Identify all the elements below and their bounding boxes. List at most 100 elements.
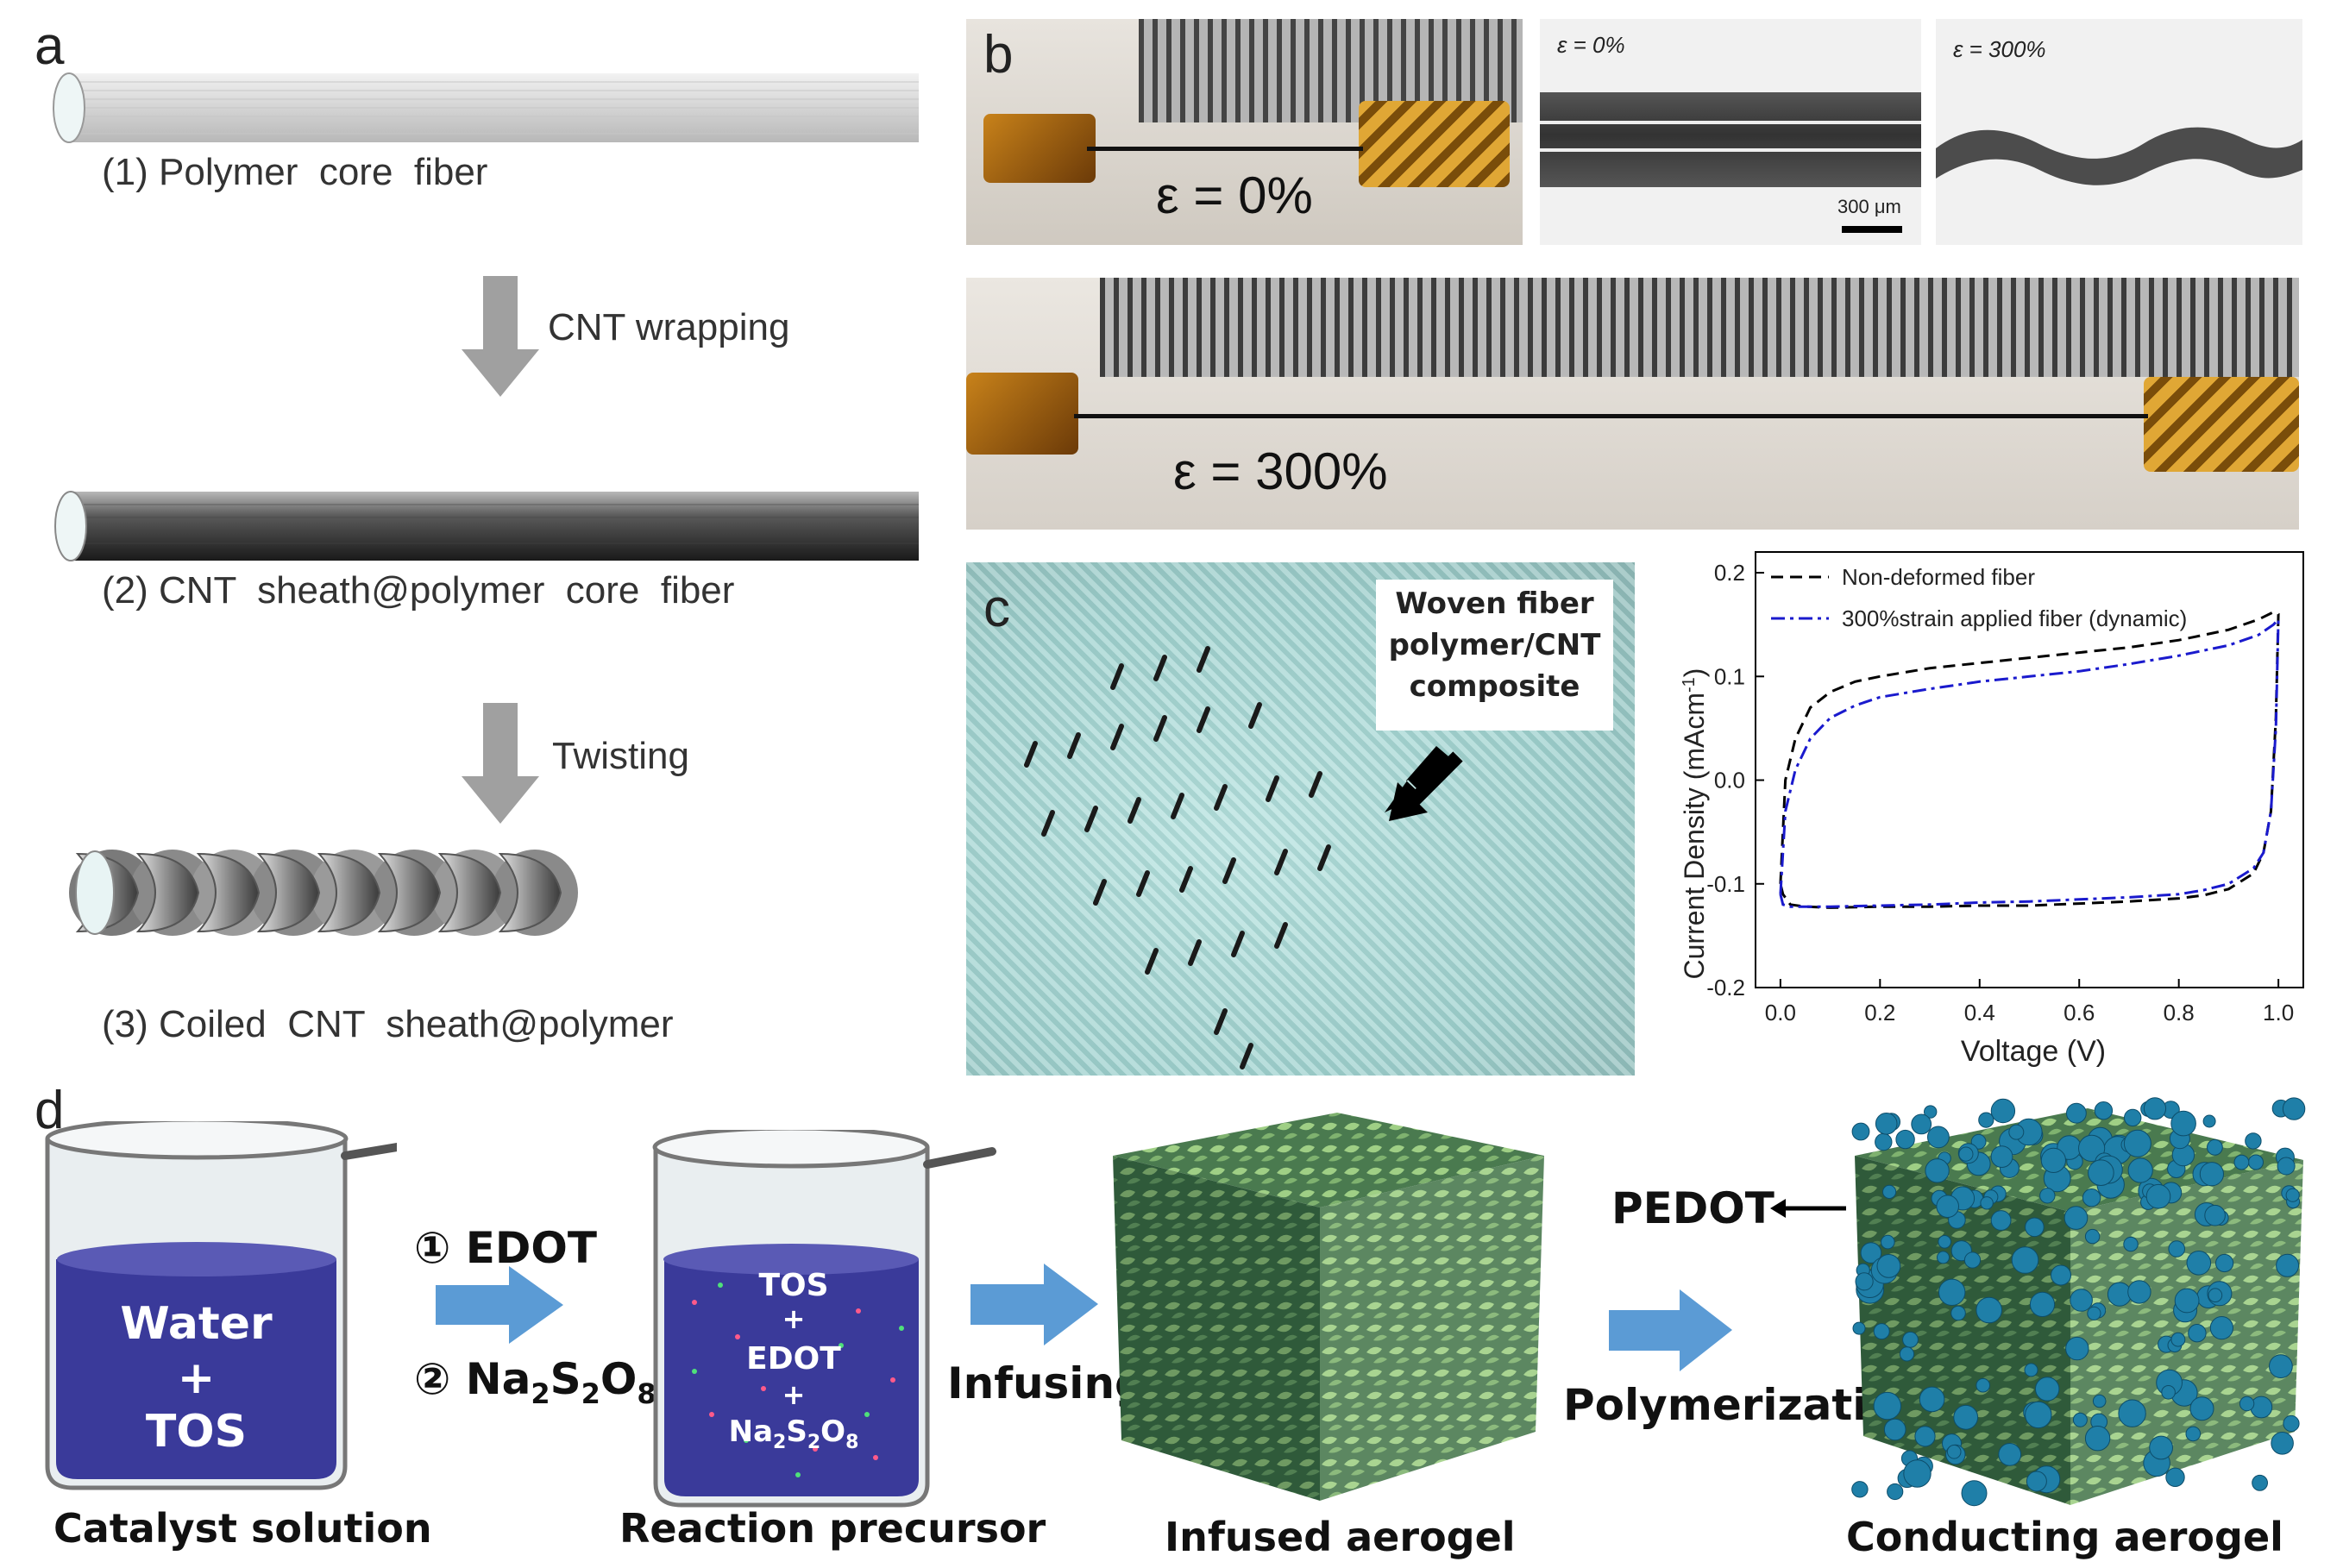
pedot-sphere bbox=[2239, 1396, 2255, 1412]
pedot-sphere bbox=[2185, 1426, 2202, 1442]
x-axis-label: Voltage (V) bbox=[1961, 1035, 2106, 1068]
y-axis-label: Current Density (mAcm-1) bbox=[1679, 668, 1710, 980]
legend-label-0: Non-deformed fiber bbox=[1842, 564, 2035, 590]
right-arrow-3 bbox=[1609, 1289, 1732, 1371]
b2-na: Na bbox=[728, 1414, 774, 1449]
pedot-sphere bbox=[2202, 1114, 2216, 1128]
pedot-sphere bbox=[2063, 1206, 2089, 1230]
woven-cnt-stitches bbox=[1024, 646, 1331, 1069]
catalyst-solution-caption: Catalyst solution bbox=[53, 1505, 432, 1552]
pedot-sphere bbox=[2092, 1394, 2107, 1408]
pedot-sphere bbox=[1887, 1483, 1904, 1501]
pedot-sphere bbox=[2209, 1316, 2233, 1340]
beaker2-text-na2s2o8: Na2S2O8 bbox=[664, 1414, 923, 1453]
pedot-sphere bbox=[1990, 1210, 2012, 1231]
pedot-sphere bbox=[2170, 1332, 2186, 1347]
pedot-sphere bbox=[2084, 1426, 2111, 1452]
pedot-sphere bbox=[1855, 1272, 1874, 1291]
pedot-sphere bbox=[1881, 1234, 1895, 1250]
step-sub1: 2 bbox=[531, 1377, 550, 1410]
pedot-sphere bbox=[2118, 1399, 2146, 1427]
pedot-sphere bbox=[2204, 1204, 2226, 1226]
pedot-sphere bbox=[1911, 1113, 1932, 1135]
b2-o: O bbox=[820, 1414, 846, 1449]
pedot-sphere bbox=[1953, 1404, 1979, 1430]
pointer-arrow-icon bbox=[1385, 746, 1463, 821]
pedot-sphere bbox=[1961, 1480, 1988, 1507]
pedot-sphere bbox=[2188, 1324, 2207, 1343]
pedot-sphere bbox=[1937, 1251, 1950, 1264]
pedot-sphere bbox=[1958, 1146, 1974, 1162]
step-na2s2o8: ② Na2S2O8 bbox=[414, 1354, 656, 1410]
pedot-sphere bbox=[2207, 1138, 2223, 1156]
pedot-sphere bbox=[2283, 1414, 2300, 1433]
pedot-sphere bbox=[1851, 1481, 1869, 1498]
pedot-sphere bbox=[2245, 1132, 2262, 1150]
pedot-sphere bbox=[1895, 1129, 1915, 1150]
b2-sub3: 8 bbox=[845, 1431, 859, 1453]
pedot-sphere bbox=[1914, 1426, 1936, 1447]
clamp-left-300 bbox=[966, 373, 1078, 455]
pedot-sphere bbox=[1980, 1196, 1994, 1210]
beaker2-text-tos: TOS bbox=[758, 1268, 829, 1303]
pedot-sphere bbox=[1976, 1377, 1990, 1393]
step3-label: (3) Coiled CNT sheath@polymer bbox=[102, 1003, 674, 1045]
pedot-sphere bbox=[2189, 1396, 2214, 1421]
pedot-sphere bbox=[2065, 1336, 2089, 1361]
pedot-sphere bbox=[1882, 1184, 1897, 1200]
pedot-sphere bbox=[2123, 1129, 2151, 1157]
pedot-sphere bbox=[1899, 1346, 1915, 1362]
beaker1-text-tos: TOS bbox=[145, 1406, 248, 1458]
panel-label-b: b bbox=[983, 25, 1014, 85]
panel-label-c: c bbox=[983, 579, 1010, 638]
x-tick-label: 0.2 bbox=[1864, 1000, 1895, 1025]
down-arrow-2 bbox=[462, 703, 539, 824]
pedot-sphere bbox=[2165, 1467, 2185, 1487]
pedot-sphere bbox=[2145, 1183, 2171, 1209]
step-sub3: 8 bbox=[637, 1377, 656, 1410]
step-sub2: 2 bbox=[581, 1377, 600, 1410]
pedot-sphere bbox=[1938, 1278, 1966, 1307]
pedot-sphere bbox=[2040, 1147, 2066, 1174]
pedot-sphere bbox=[2066, 1102, 2087, 1124]
pedot-sphere bbox=[2087, 1306, 2101, 1320]
micrograph-300: ε = 300% bbox=[1936, 19, 2302, 245]
scalebar bbox=[1842, 226, 1902, 233]
step-s: S bbox=[550, 1354, 581, 1404]
pedot-sphere bbox=[2025, 1401, 2052, 1429]
pedot-sphere bbox=[1851, 1122, 1870, 1141]
pedot-sphere bbox=[1946, 1445, 1962, 1459]
pedot-sphere bbox=[2029, 1291, 2056, 1317]
pedot-sphere bbox=[2123, 1236, 2139, 1252]
pedot-sphere bbox=[2161, 1385, 2176, 1400]
pedot-sphere bbox=[1875, 1132, 1893, 1151]
beaker-catalyst-icon bbox=[45, 1121, 397, 1490]
pedot-sphere bbox=[2174, 1288, 2200, 1314]
beaker1-text-plus: + bbox=[177, 1352, 216, 1404]
fiber-micrograph-0 bbox=[1540, 92, 1921, 187]
pedot-sphere bbox=[2082, 1189, 2101, 1207]
pedot-sphere bbox=[2008, 1124, 2025, 1140]
pedot-sphere bbox=[2070, 1289, 2093, 1312]
pedot-sphere bbox=[2011, 1246, 2039, 1274]
pedot-sphere bbox=[1990, 1145, 2013, 1168]
pedot-sphere bbox=[2271, 1432, 2294, 1455]
pedot-sphere bbox=[2186, 1251, 2212, 1276]
fiber-line-300 bbox=[1074, 414, 2148, 418]
micrograph-0: ε = 0% 300 μm bbox=[1540, 19, 1921, 245]
micro-strain-label-0: ε = 0% bbox=[1557, 32, 1625, 58]
panel-label-a: a bbox=[35, 16, 65, 76]
cnt-sheath-fiber bbox=[54, 491, 919, 561]
pedot-sphere bbox=[2277, 1157, 2296, 1176]
ruler-long bbox=[1100, 278, 2299, 377]
pedot-sphere bbox=[2094, 1101, 2114, 1120]
micro-strain-label-300: ε = 300% bbox=[1953, 36, 2046, 62]
twisting-label: Twisting bbox=[552, 735, 689, 777]
step1-label: (1) Polymer core fiber bbox=[102, 151, 488, 193]
clamp-right-300 bbox=[2144, 377, 2299, 472]
woven-annotation-line-2: polymer/CNT bbox=[1388, 628, 1601, 662]
pedot-sphere bbox=[2233, 1154, 2250, 1170]
pedot-sphere bbox=[1998, 1443, 2022, 1466]
pedot-sphere bbox=[1976, 1296, 2002, 1324]
